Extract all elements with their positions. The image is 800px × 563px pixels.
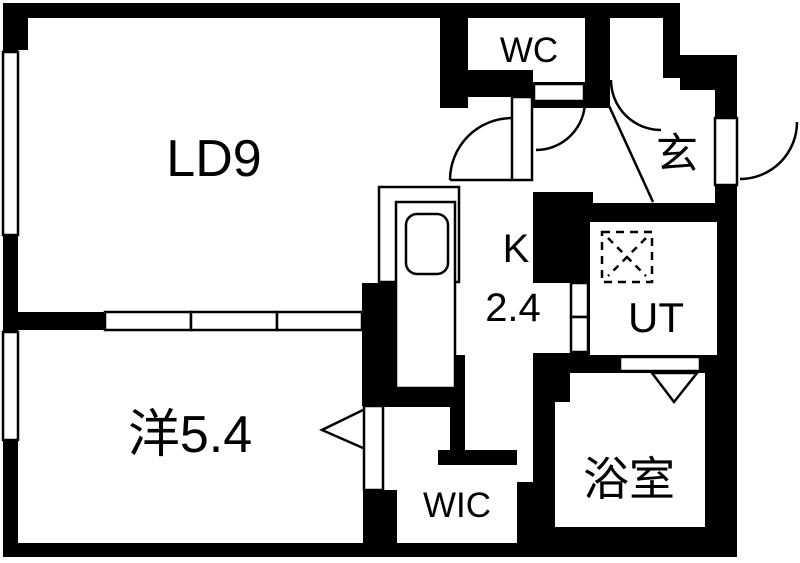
bath-door-leaf: [618, 355, 702, 373]
washing-machine-cross-2: [607, 237, 647, 277]
wall-left-upper: [3, 18, 18, 52]
wall-hall-ut-step: [533, 192, 593, 222]
wall-top-right-step: [680, 55, 737, 90]
wall-right-above-door: [715, 90, 737, 118]
window-living-left: [1, 50, 20, 237]
western-door-arrow: [319, 408, 364, 450]
label-kitchen-size: 2.4: [485, 286, 541, 330]
kitchen-sink: [404, 212, 450, 276]
ut-sliding-panel-1: [569, 281, 590, 319]
wall-wic-top: [438, 450, 517, 465]
label-kitchen: K: [503, 227, 530, 271]
wall-genkan-bottom: [593, 203, 737, 222]
label-living-dining: LD9: [166, 130, 261, 188]
walls: [3, 3, 737, 557]
entrance-door-opening: [713, 116, 739, 187]
wall-hall-top: [440, 70, 533, 97]
label-entrance: 玄: [656, 130, 698, 177]
wall-hall-divider: [450, 407, 465, 450]
partition-window-pane-2: [189, 310, 279, 332]
label-bathroom: 浴室: [583, 453, 675, 505]
label-toilet: WC: [500, 31, 558, 70]
doors: [319, 79, 799, 492]
hall-door-leaf: [510, 95, 534, 182]
wall-kitchen-ut-upper: [533, 222, 570, 283]
wall-bath-bottom: [533, 527, 737, 557]
wall-room-divider: [18, 312, 105, 330]
wall-left-lower: [3, 440, 18, 557]
partition-window-pane-1: [103, 310, 193, 332]
label-walk-in-closet: WIC: [423, 486, 491, 525]
wall-ut-right: [717, 222, 737, 357]
genkan-open-door-line: [603, 96, 655, 203]
window-western-left: [1, 330, 20, 442]
wall-closet-right: [663, 18, 680, 78]
partition-window-pane-3: [275, 310, 364, 332]
wall-left-middle: [3, 235, 18, 332]
wc-door-leaf: [532, 82, 586, 103]
wall-bath-left: [533, 373, 555, 543]
wall-under-counter: [380, 388, 465, 407]
western-door-leaf: [362, 404, 385, 492]
fixtures: [377, 185, 654, 390]
label-utility: UT: [628, 294, 684, 341]
closet-door-swing-arc: [609, 79, 662, 132]
wall-bath-right: [705, 357, 737, 557]
ut-sliding-panel-2: [569, 315, 590, 354]
hall-door-swing-arc: [448, 116, 513, 181]
wall-top: [3, 3, 680, 18]
room-labels: LD9 洋5.4 WC 玄 K 2.4 UT WIC 浴室: [128, 31, 698, 525]
wc-door-swing-arc: [535, 100, 587, 152]
label-western-room: 洋5.4: [128, 406, 252, 464]
wall-wic-left: [363, 490, 397, 543]
windows: [1, 50, 739, 442]
entrance-door-swing-arc: [739, 121, 799, 181]
bath-door-triangle-marker: [649, 371, 700, 405]
wall-western-right: [362, 283, 400, 406]
